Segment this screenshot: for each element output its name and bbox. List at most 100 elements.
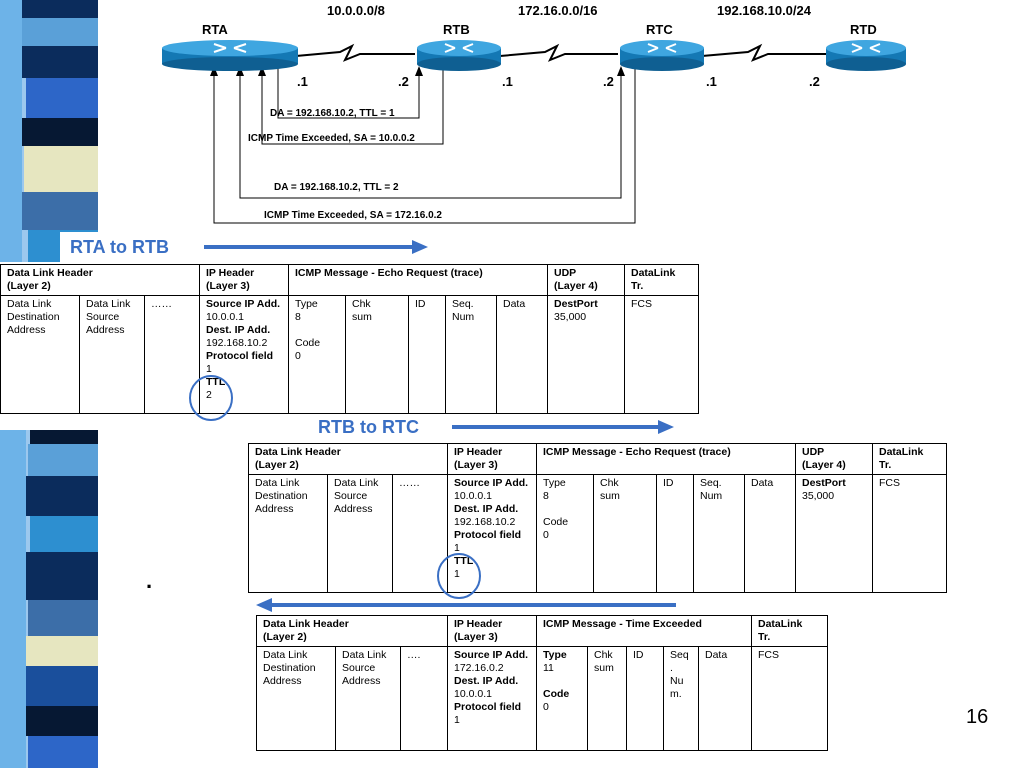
header-text: (Layer 4) [554,280,598,292]
cell-text: Code [543,688,570,700]
trace-annotation: ICMP Time Exceeded, SA = 172.16.0.2 [264,210,442,221]
cell-text: 8 [295,311,301,323]
ttl-value: 2 [206,389,212,401]
header-text: (Layer 3) [454,631,498,643]
interface-label: .2 [398,74,409,89]
cell-text: Seq [670,649,689,661]
udp-header: UDP(Layer 4) [547,264,625,296]
cell-text: Data Link [255,477,300,489]
header-text: Tr. [758,631,771,643]
header-text: (Layer 2) [7,280,51,292]
header-text: DataLink [758,618,803,630]
interface-label: .2 [603,74,614,89]
network-label: 172.16.0.0/16 [518,3,598,18]
cell-text: Address [263,675,302,687]
section-title: RTA to RTB [70,237,169,257]
cell-text: 8 [543,490,549,502]
icmp-header: ICMP Message - Time Exceeded [536,615,752,647]
dl-header: Data Link Header(Layer 2) [248,443,448,475]
cell-text: Chk [352,298,371,310]
right-arrow-icon [452,420,674,434]
icmp-header: ICMP Message - Echo Request (trace) [536,443,796,475]
network-label: 10.0.0.0/8 [327,3,385,18]
ip-field-value: 10.0.0.1 [454,688,492,700]
cell-text: Address [342,675,381,687]
ip-field-value: 192.168.10.2 [206,337,268,349]
spacer [295,324,339,337]
seq-cell: Seq.Num [445,295,497,414]
cell-text: Code [295,337,321,349]
right-arrow-icon [204,240,428,254]
table-header-row: Data Link Header(Layer 2) IP Header(Laye… [248,443,947,475]
header-text: (Layer 3) [454,459,498,471]
cell-text: Num [700,490,723,502]
section-title: RTB to RTC [318,417,419,437]
ip-field-label: Protocol field [454,529,522,541]
cell-text: Data Link [334,477,379,489]
cell-text: DestPort [802,477,846,489]
header-text: Data Link Header [7,267,93,279]
dl-header: Data Link Header(Layer 2) [256,615,448,647]
cell-text: Destination [7,311,60,323]
cell-text: 0 [543,701,549,713]
cell-text: 35,000 [554,311,587,323]
header-text: (Layer 4) [802,459,846,471]
header-text: DataLink [631,267,676,279]
fcs-cell: FCS [624,295,699,414]
router-label: RTD [850,22,877,37]
ip-field-label: Source IP Add. [454,649,529,661]
cell-text: . [670,662,673,674]
ip-field-value: 172.16.0.2 [454,662,504,674]
cell-text: Type [543,477,566,489]
ip-header: IP Header(Layer 3) [447,443,537,475]
cell-text: 11 [543,662,554,674]
cell-text: Address [334,503,373,515]
decorative-strip-bottom [0,430,98,768]
cell-text: Seq. [452,298,474,310]
cell-text: Address [7,324,46,336]
header-text: (Layer 3) [206,280,250,292]
trace-annotation: DA = 192.168.10.2, TTL = 2 [274,182,399,193]
header-text: Tr. [631,280,644,292]
cell-text: Source [342,662,376,674]
header-text: IP Header [454,446,503,458]
fcs-cell: FCS [751,646,828,751]
cell-text: m. [670,688,682,700]
bullet-text: . [146,568,153,593]
header-text: Data Link Header [263,618,349,630]
cell-text: Data Link [86,298,131,310]
dl-more-cell: …. [400,646,448,751]
spacer [543,503,587,516]
cell-text: sum [594,662,614,674]
data-cell: Data [496,295,548,414]
id-cell: ID [408,295,446,414]
ip-header: IP Header(Layer 3) [447,615,537,647]
router-icon [826,40,906,71]
data-cell: Data [744,474,796,593]
cell-text: Source [334,490,368,502]
ip-field-label: Source IP Add. [206,298,281,310]
ip-field-value: 1 [454,714,460,726]
cell-text: Nu [670,675,684,687]
cell-text: Destination [263,662,316,674]
topology-links [210,43,826,224]
ttl-value: 1 [454,568,460,580]
ip-field-value: 192.168.10.2 [454,516,516,528]
cell-text: Address [86,324,125,336]
header-text: Tr. [879,459,892,471]
cell-text: Data Link [7,298,52,310]
id-cell: ID [626,646,664,751]
cell-text: sum [600,490,620,502]
